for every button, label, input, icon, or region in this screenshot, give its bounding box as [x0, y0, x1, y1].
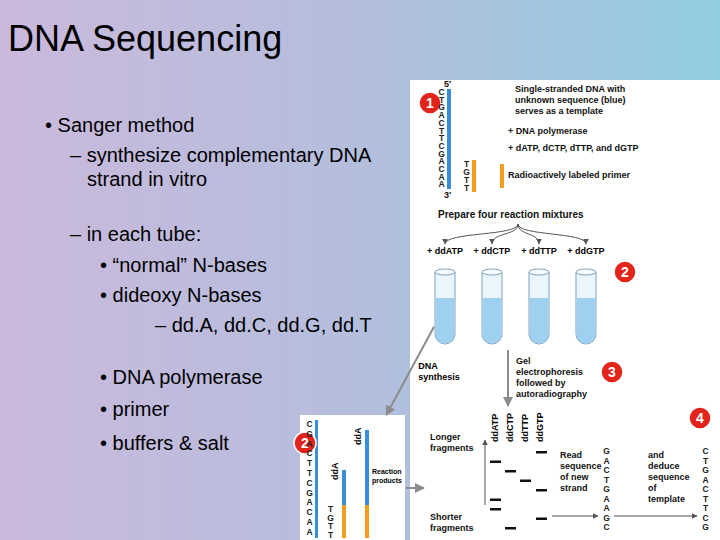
- gel-band: [490, 499, 501, 502]
- tube-outline: [528, 268, 550, 345]
- callout-number: 3: [601, 361, 623, 383]
- step-note: and deduce sequence of template: [648, 450, 694, 505]
- test-tube: + ddATP: [434, 268, 456, 345]
- primer-bar: [342, 505, 346, 538]
- step-note: + dATP, dCTP, dTTP, and dGTP: [508, 143, 639, 154]
- lane-label: ddTTP: [520, 414, 531, 442]
- strand-end: 3′: [444, 190, 451, 201]
- gel-band: [520, 480, 531, 483]
- bullet-text: – synthesize complementary DNA strand in…: [70, 143, 387, 191]
- test-tube: + ddCTP: [481, 268, 503, 345]
- base-sequence: T G T T: [326, 505, 335, 539]
- terminator-label: ddA: [353, 428, 364, 446]
- callout-circle: [601, 361, 623, 383]
- callout-number: 2: [614, 261, 636, 283]
- tube-rim: [435, 269, 455, 275]
- tube-outline: [434, 268, 456, 345]
- base-sequence: C G A C T T C G A C A A: [305, 420, 314, 538]
- step-note: Gel electrophoresis followed by autoradi…: [516, 356, 596, 400]
- primer-bar: [472, 160, 476, 192]
- gel-band: [490, 461, 501, 464]
- base-sequence: G A C T G A A G C: [602, 447, 611, 533]
- transfer-arrow: [406, 487, 424, 489]
- tube-label: + ddATP: [415, 246, 475, 257]
- tube-rim: [529, 269, 549, 275]
- read-arrow: [552, 516, 598, 517]
- tube-label: + ddTTP: [509, 246, 569, 257]
- tube-outline: [481, 268, 503, 345]
- gel-band: [505, 470, 516, 473]
- bullet-text: • dideoxy N-bases: [100, 283, 262, 307]
- branch-arrow: [518, 224, 539, 244]
- base-sequence: T G T T: [462, 160, 471, 192]
- tube-outline: [575, 268, 597, 345]
- callout-number: 1: [419, 92, 441, 114]
- step-note: Single-stranded DNA with unknown sequenc…: [515, 84, 650, 117]
- terminator-label: ddA: [330, 463, 341, 481]
- base-sequence: C T G A C T T C G A C A A: [437, 89, 446, 189]
- panel-label: Reaction products: [372, 467, 403, 485]
- bullet-text: • DNA polymerase: [100, 365, 263, 389]
- bullet-text: – dd.A, dd.C, dd.G, dd.T: [155, 313, 372, 337]
- branch-arrow: [492, 224, 518, 244]
- step-note: Radioactively labeled primer: [508, 170, 630, 181]
- lane-label: ddATP: [490, 414, 501, 442]
- bullet-text: • primer: [100, 397, 169, 421]
- bullet-text: • “normal” N-bases: [100, 253, 267, 277]
- flow-arrow: [386, 327, 434, 415]
- deduce-arrow: [614, 516, 697, 517]
- length-arrow: [485, 440, 486, 505]
- tube-label: + ddGTP: [556, 246, 616, 257]
- tube-body: [435, 272, 455, 344]
- gel-note: Shorter fragments: [430, 512, 480, 534]
- callout-number: 4: [689, 407, 711, 429]
- tube-body: [576, 272, 596, 344]
- strand-end: 5′: [444, 79, 451, 90]
- tube-liquid: [483, 298, 502, 344]
- gel-band: [536, 518, 547, 521]
- primer-bar: [365, 505, 369, 538]
- gel-band: [536, 489, 547, 492]
- tube-rim: [482, 269, 502, 275]
- callout-circle: [419, 92, 441, 114]
- figure-panel: [410, 80, 720, 540]
- bullet-text: – in each tube:: [70, 222, 201, 246]
- gel-band: [505, 527, 516, 530]
- callout-circle: [614, 261, 636, 283]
- tube-body: [482, 272, 502, 344]
- bullet-text: • Sanger method: [45, 113, 194, 137]
- slide-title: DNA Sequencing: [8, 18, 282, 60]
- template-strand-bar: [447, 89, 451, 189]
- lane-label: ddCTP: [505, 413, 516, 442]
- new-strand-bar: [342, 470, 346, 505]
- tube-liquid: [530, 298, 549, 344]
- tube-body: [529, 272, 549, 344]
- test-tube: + ddGTP: [575, 268, 597, 345]
- branch-arrow: [518, 224, 586, 244]
- gel-band: [490, 508, 501, 511]
- primer-swatch: [500, 164, 504, 188]
- tube-label: + ddCTP: [462, 246, 522, 257]
- gel-note: Longer fragments: [430, 432, 480, 454]
- tube-liquid: [436, 298, 455, 344]
- test-tube: + ddTTP: [528, 268, 550, 345]
- gel-band: [536, 451, 547, 454]
- branch-arrow: [445, 224, 518, 244]
- base-sequence: C T G A C T T C G: [701, 447, 710, 533]
- gel-arrow: [507, 350, 509, 406]
- step-note: + DNA polymerase: [508, 126, 587, 137]
- bullet-text: • buffers & salt: [100, 431, 229, 455]
- new-strand-bar: [365, 430, 369, 505]
- lane-label: ddGTP: [535, 413, 546, 443]
- step-note: Prepare four reaction mixtures: [438, 209, 584, 220]
- callout-circle: [689, 407, 711, 429]
- step-note: Read sequence of new strand: [560, 450, 600, 494]
- edge-label: DNA synthesis: [418, 361, 468, 383]
- tube-liquid: [577, 298, 596, 344]
- tube-rim: [576, 269, 596, 275]
